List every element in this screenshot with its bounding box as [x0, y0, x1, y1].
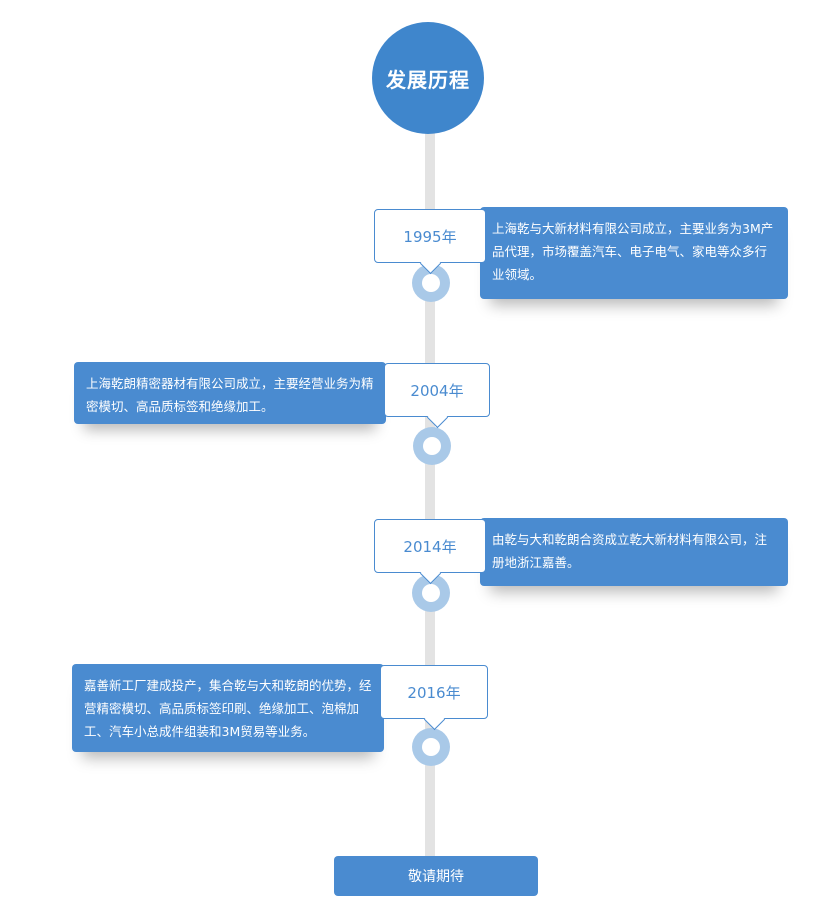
timeline-node-2016: [412, 728, 450, 766]
coming-soon-button[interactable]: 敬请期待: [334, 856, 538, 896]
year-label-2004: 2004年: [384, 363, 490, 417]
event-description-2014: 由乾与大和乾朗合资成立乾大新材料有限公司，注册地浙江嘉善。: [480, 518, 788, 586]
timeline-spine: [425, 120, 435, 880]
event-description-2016: 嘉善新工厂建成投产，集合乾与大和乾朗的优势，经营精密模切、高品质标签印刷、绝缘加…: [72, 664, 384, 752]
page-title: 发展历程: [372, 22, 484, 134]
year-label-1995: 1995年: [374, 209, 486, 263]
event-description-1995: 上海乾与大新材料有限公司成立，主要业务为3M产品代理，市场覆盖汽车、电子电气、家…: [480, 207, 788, 299]
timeline-node-1995: [412, 264, 450, 302]
year-label-2014: 2014年: [374, 519, 486, 573]
year-label-2016: 2016年: [380, 665, 488, 719]
timeline-node-2004: [413, 427, 451, 465]
event-description-2004: 上海乾朗精密器材有限公司成立，主要经营业务为精密模切、高品质标签和绝缘加工。: [74, 362, 386, 424]
